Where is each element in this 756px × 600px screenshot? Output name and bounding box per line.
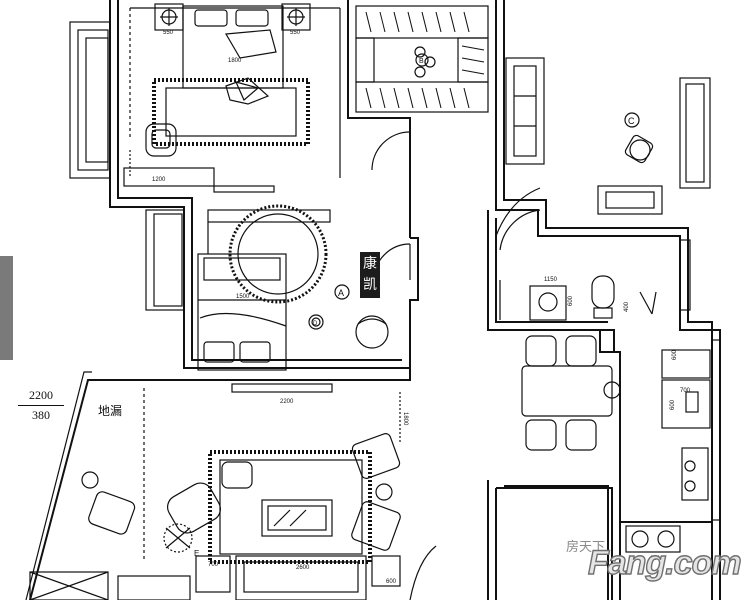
living-balcony bbox=[25, 371, 191, 600]
dim-fridge-1: 600 bbox=[672, 349, 678, 360]
wardrobe-room bbox=[355, 5, 489, 171]
marker-a: A bbox=[334, 284, 350, 300]
dim-master-bed: 1800 bbox=[228, 58, 242, 64]
dim-side-table: 600 bbox=[386, 579, 397, 585]
armchair-bottom bbox=[351, 501, 401, 551]
brand-char-1: 康 bbox=[363, 256, 377, 272]
study-chair bbox=[624, 134, 654, 164]
living-room bbox=[81, 383, 437, 600]
balcony-left bbox=[69, 21, 111, 179]
master-bedroom bbox=[123, 3, 341, 193]
dim-basin-depth: 600 bbox=[568, 295, 574, 306]
dim-tv-wall: 2200 bbox=[280, 399, 294, 405]
sofa bbox=[235, 555, 367, 600]
svg-text:B: B bbox=[419, 58, 424, 65]
marker-b: B bbox=[415, 53, 429, 67]
master-bed bbox=[182, 5, 284, 89]
nightstand-right bbox=[281, 3, 311, 31]
dim-kitchen-counter: 700 bbox=[680, 388, 691, 394]
second-bed bbox=[197, 253, 287, 371]
dining bbox=[521, 335, 621, 451]
kitchen bbox=[625, 349, 711, 553]
brand-char-2: 凯 bbox=[363, 277, 377, 293]
floor-drain-label: 地漏 bbox=[98, 404, 123, 418]
dim-master-cabinet: 1200 bbox=[152, 177, 166, 183]
dim-second-bed: 1500 bbox=[236, 294, 250, 300]
brand-tag: 康 凯 bbox=[360, 252, 380, 298]
balcony-chair bbox=[88, 491, 136, 535]
marker-e: E bbox=[194, 549, 199, 558]
potted-plant bbox=[163, 523, 193, 553]
watermark: 房天下 Fang.com bbox=[560, 536, 750, 583]
svg-text:A: A bbox=[338, 288, 344, 298]
dim-living-side: 1800 bbox=[402, 412, 408, 426]
dim-toilet-depth: 400 bbox=[624, 301, 630, 312]
toilet bbox=[591, 275, 615, 319]
svg-text:D: D bbox=[313, 321, 318, 327]
marker-d: D bbox=[311, 317, 321, 327]
left-edge-bar bbox=[0, 256, 13, 360]
study-sofa bbox=[505, 57, 545, 165]
desk-chair bbox=[355, 315, 389, 349]
scale-bottom: 380 bbox=[32, 408, 50, 422]
master-rug bbox=[152, 77, 310, 146]
study-room bbox=[495, 57, 663, 251]
second-bedroom bbox=[197, 204, 411, 371]
watermark-brand: Fang.com bbox=[587, 543, 742, 582]
svg-text:E: E bbox=[194, 549, 199, 558]
coffee-table bbox=[261, 499, 333, 537]
master-armchair bbox=[145, 123, 177, 157]
svg-text:C: C bbox=[628, 116, 635, 126]
bathroom bbox=[499, 275, 657, 321]
watermark-house: 房天下 bbox=[566, 540, 606, 555]
scale-top: 2200 bbox=[18, 388, 64, 406]
balcony-second-bedroom bbox=[145, 209, 185, 311]
dim-chair-mark: 700 bbox=[208, 562, 219, 568]
living-rug bbox=[208, 450, 372, 564]
dim-sofa: 2600 bbox=[296, 565, 310, 571]
nightstand-left bbox=[154, 3, 184, 31]
dim-washbasin: 1150 bbox=[544, 277, 558, 283]
dim-nightstand-right: 550 bbox=[290, 30, 301, 36]
armchair-top bbox=[351, 433, 401, 479]
dim-fridge-2: 600 bbox=[670, 399, 676, 410]
exterior-walls bbox=[29, 0, 721, 600]
dim-nightstand-left: 550 bbox=[163, 30, 174, 36]
scale-note: 2200 380 bbox=[18, 388, 64, 423]
dim-kitchen-width: 600 bbox=[650, 556, 661, 562]
lounge-chair bbox=[167, 461, 253, 534]
marker-c: C bbox=[624, 112, 640, 128]
balcony-right bbox=[679, 77, 721, 521]
